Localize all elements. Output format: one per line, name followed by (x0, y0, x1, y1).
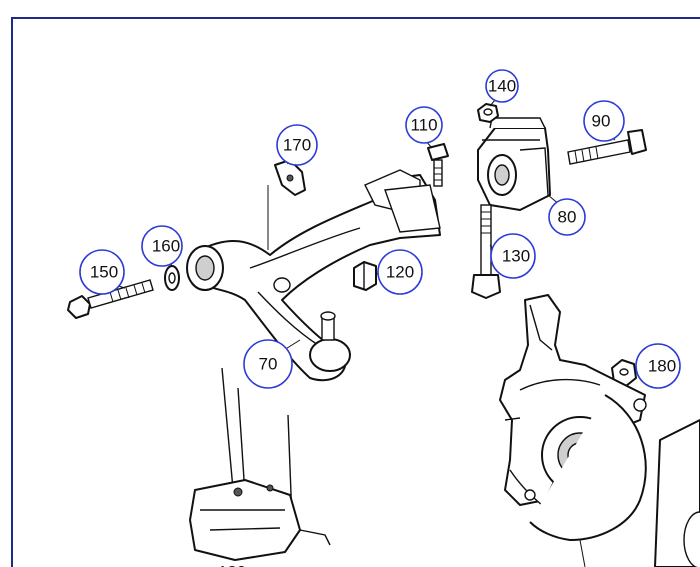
callout-label: 90 (592, 112, 611, 131)
callout-80[interactable]: 80 (548, 198, 586, 236)
callout-label: 70 (259, 355, 278, 374)
bushing-bracket (477, 117, 551, 211)
callout-70[interactable]: 70 (243, 339, 293, 389)
callout-label: 150 (90, 263, 118, 282)
washer-160 (164, 265, 180, 291)
callout-label: 160 (152, 237, 180, 256)
callout-130[interactable]: 130 (490, 233, 536, 279)
callout-180[interactable]: 180 (635, 343, 681, 389)
callout-140[interactable]: 140 (485, 69, 519, 103)
callout-label: 180 (648, 357, 676, 376)
callout-120[interactable]: 120 (377, 249, 423, 295)
partial-callout-label: 120 (218, 563, 246, 567)
callout-110[interactable]: 110 (405, 106, 443, 144)
callout-label: 130 (502, 247, 530, 266)
bolt-130 (471, 204, 501, 299)
bolt-90 (567, 129, 647, 165)
brake-disc-partial (654, 419, 700, 567)
bolt-110 (427, 143, 449, 187)
callout-label: 80 (558, 208, 577, 227)
nut-120 (353, 261, 377, 291)
control-arm (186, 169, 441, 382)
callout-150[interactable]: 150 (79, 249, 125, 295)
callout-label: 120 (386, 263, 414, 282)
bolt-150 (67, 279, 154, 319)
callout-label: 170 (283, 136, 311, 155)
callout-label: 140 (488, 77, 516, 96)
callout-170[interactable]: 170 (276, 124, 318, 166)
nut-140 (477, 103, 499, 123)
diagram-frame (11, 17, 700, 567)
callout-90[interactable]: 90 (583, 100, 625, 142)
lower-mount-assembly (189, 367, 331, 561)
callout-label: 110 (410, 116, 437, 135)
callout-160[interactable]: 160 (141, 225, 183, 267)
steering-knuckle (499, 294, 647, 567)
